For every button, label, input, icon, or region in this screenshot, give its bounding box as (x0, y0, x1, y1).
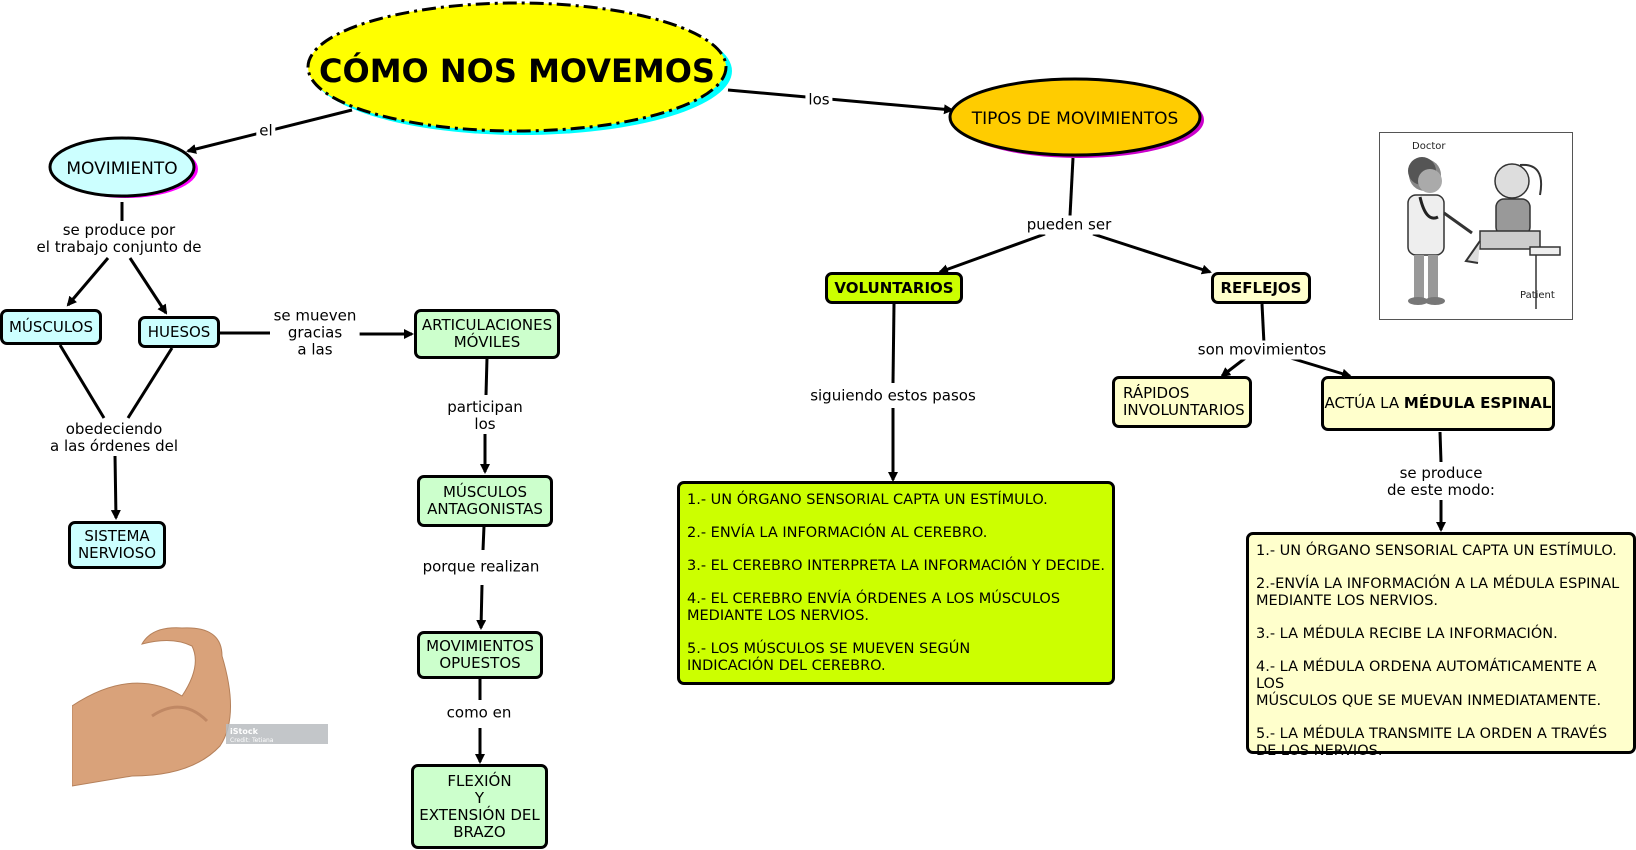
istock-label: iStock (230, 727, 259, 736)
reflex-step: 3.- LA MÉDULA RECIBE LA INFORMACIÓN. (1256, 626, 1558, 642)
link-label-porque-realizan: porque realizan (419, 557, 543, 577)
link-line (891, 303, 896, 384)
voluntary-step: 1.- UN ÓRGANO SENSORIAL CAPTA UN ESTÍMUL… (687, 492, 1048, 508)
movimiento-ellipse: MOVIMIENTO (48, 136, 198, 198)
title-ellipse: CÓMO NOS MOVEMOS (306, 1, 732, 135)
patient-label: Patient (1520, 290, 1555, 301)
node-sistema-nervioso: SISTEMA NERVIOSO (68, 521, 166, 569)
tipos-ellipse: TIPOS DE MOVIMIENTOS (948, 77, 1204, 158)
link-label-el: el (256, 121, 276, 141)
link-label-los: los (805, 90, 833, 110)
movimiento-label: MOVIMIENTO (66, 159, 177, 179)
reflex-step: 1.- UN ÓRGANO SENSORIAL CAPTA UN ESTÍMUL… (1256, 543, 1617, 559)
reflex-step: 4.- LA MÉDULA ORDENA AUTOMÁTICAMENTE A L… (1256, 659, 1602, 709)
tipos-label: TIPOS DE MOVIMIENTOS (971, 109, 1179, 129)
voluntary-step: 2.- ENVÍA LA INFORMACIÓN AL CEREBRO. (687, 525, 988, 541)
link-line (1068, 157, 1075, 217)
node-reflejos: REFLEJOS (1211, 272, 1311, 304)
node-rapidos: RÁPIDOS INVOLUNTARIOS (1112, 376, 1252, 428)
reflex-step: 5.- LA MÉDULA TRANSMITE LA ORDEN A TRAVÉ… (1256, 726, 1608, 759)
link-label-obedeciendo: obedeciendo a las órdenes del (47, 420, 181, 456)
node-articulaciones: ARTICULACIONES MÓVILES (414, 309, 560, 359)
link-label-siguiendo: siguiendo estos pasos (807, 386, 979, 406)
link-line (938, 232, 1046, 274)
link-label-se-mueven: se mueven gracias a las (270, 306, 360, 360)
node-movimientos-opuestos: MOVIMIENTOS OPUESTOS (417, 631, 543, 679)
link-line (1438, 431, 1443, 463)
voluntary-steps-box: 1.- UN ÓRGANO SENSORIAL CAPTA UN ESTÍMUL… (677, 481, 1115, 685)
link-line (484, 357, 489, 396)
link-line (126, 347, 174, 419)
link-label-como-en: como en (443, 703, 515, 723)
link-line (58, 344, 106, 419)
page-title: CÓMO NOS MOVEMOS (319, 51, 715, 90)
node-musculos-antagonistas: MÚSCULOS ANTAGONISTAS (417, 475, 553, 527)
reflex-steps-box: 1.- UN ÓRGANO SENSORIAL CAPTA UN ESTÍMUL… (1246, 532, 1636, 759)
link-label-se-produce-por: se produce por el trabajo conjunto de (33, 221, 205, 257)
flexed-arm-illustration: iStock Credit: Tetiana (71, 626, 334, 792)
node-flexion: FLEXIÓN Y EXTENSIÓN DEL BRAZO (411, 764, 548, 849)
node-voluntarios: VOLUNTARIOS (825, 272, 963, 304)
doctor-patient-illustration: Doctor Patient (1379, 132, 1573, 320)
link-label-pueden-ser: pueden ser (1023, 215, 1115, 235)
flexed-arm-drawing: iStock Credit: Tetiana (71, 627, 328, 787)
link-line (1092, 232, 1212, 275)
voluntary-step: 4.- EL CEREBRO ENVÍA ÓRDENES A LOS MÚSCU… (687, 591, 1061, 624)
link-line (128, 257, 168, 315)
link-line (66, 257, 110, 307)
doctor-label: Doctor (1412, 141, 1446, 152)
voluntary-step: 5.- LOS MÚSCULOS SE MUEVEN SEGÚN INDICAC… (687, 641, 971, 674)
istock-credit: Credit: Tetiana (230, 737, 274, 744)
link-line (110, 454, 121, 520)
link-label-participan: participan los (444, 398, 526, 434)
link-line (476, 584, 487, 630)
link-line (481, 525, 486, 551)
link-label-se-produce-modo: se produce de este modo: (1384, 464, 1498, 500)
doctor-patient-drawing: Doctor Patient (1407, 141, 1561, 309)
actua-prefix: ACTÚA LA (1324, 394, 1404, 412)
node-huesos: HUESOS (138, 316, 220, 348)
actua-bold: MÉDULA ESPINAL (1403, 394, 1552, 412)
node-actua-medula: ACTÚA LA MÉDULA ESPINAL (1321, 376, 1555, 431)
link-label-son-movimientos: son movimientos (1194, 340, 1330, 360)
voluntary-step: 3.- EL CEREBRO INTERPRETA LA INFORMACIÓN… (687, 558, 1106, 574)
link-line (727, 88, 954, 115)
reflex-step: 2.-ENVÍA LA INFORMACIÓN A LA MÉDULA ESPI… (1256, 576, 1620, 609)
node-musculos: MÚSCULOS (0, 309, 102, 345)
link-line (1260, 303, 1266, 345)
